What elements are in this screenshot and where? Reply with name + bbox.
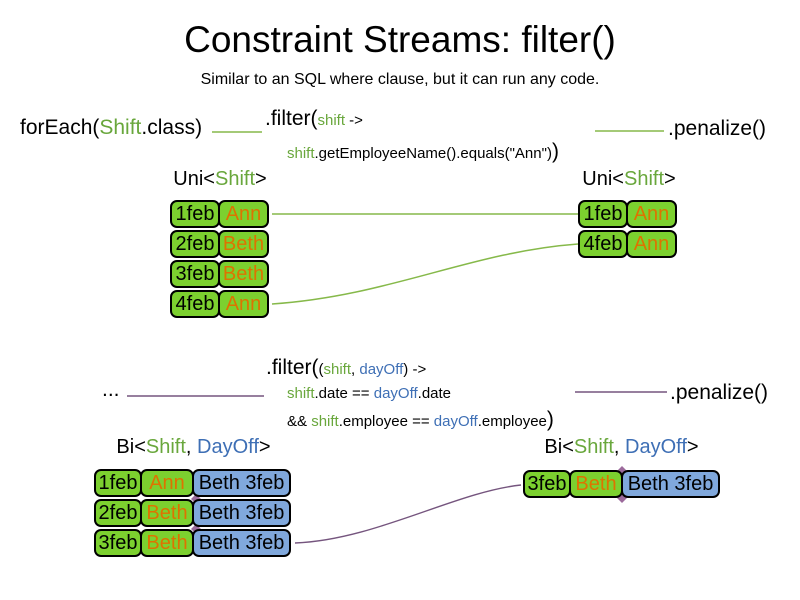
uni-shift-label-left: Uni<Shift> bbox=[170, 168, 270, 191]
shift-employee-cell: Beth bbox=[218, 260, 269, 288]
shift-date-cell: 1feb bbox=[170, 200, 220, 228]
shift-employee-cell: Beth bbox=[218, 230, 269, 258]
shift-date-cell: 3feb bbox=[94, 529, 142, 557]
close-paren-token: ) bbox=[546, 408, 554, 431]
dayoff-type-token: DayOff bbox=[197, 436, 259, 458]
label-text: Uni< bbox=[582, 168, 624, 190]
label-text: > bbox=[258, 436, 271, 458]
shift-employee-cell: Beth bbox=[140, 499, 194, 527]
shift-employee-cell: Beth bbox=[569, 470, 623, 498]
shift-employee-cell: Ann bbox=[140, 469, 194, 497]
comma-token: , bbox=[351, 361, 360, 378]
arrow-token: -> bbox=[345, 112, 363, 129]
shift-date-cell: 1feb bbox=[94, 469, 142, 497]
table-row: 3feb Beth Beth 3feb bbox=[523, 470, 720, 498]
label-text: Uni< bbox=[173, 168, 215, 190]
code-text: forEach( bbox=[20, 116, 100, 139]
shift-date-cell: 3feb bbox=[523, 470, 571, 498]
dayoff-param-token: dayOff bbox=[359, 361, 404, 378]
table-row: 1feb Ann bbox=[170, 200, 269, 228]
shift-type-token: Shift bbox=[145, 436, 186, 458]
filter-body-1: shift.getEmployeeName().equals("Ann")) bbox=[287, 140, 559, 164]
code-text: .getEmployeeName().equals("Ann") bbox=[314, 145, 552, 162]
table-row: 1feb Ann bbox=[578, 200, 677, 228]
shift-date-cell: 2feb bbox=[170, 230, 220, 258]
table-row: 3feb Beth Beth 3feb bbox=[94, 529, 291, 557]
code-text: .date bbox=[417, 385, 452, 402]
penalize-call-1: .penalize() bbox=[668, 117, 767, 140]
close-paren-token: ) bbox=[551, 140, 559, 163]
close-paren-token: ) bbox=[403, 361, 409, 378]
foreach-call: forEach(Shift.class) bbox=[20, 116, 202, 140]
page-title: Constraint Streams: filter() bbox=[184, 19, 616, 60]
shift-date-cell: 2feb bbox=[94, 499, 142, 527]
table-row: 1feb Ann Beth 3feb bbox=[94, 469, 291, 497]
code-text: .class) bbox=[141, 116, 203, 139]
table-row: 3feb Beth bbox=[170, 260, 269, 288]
shift-type-token: Shift bbox=[214, 168, 256, 190]
bi-shift-dayoff-label-left: Bi<Shift, DayOff> bbox=[93, 436, 294, 459]
shift-date-cell: 4feb bbox=[170, 290, 220, 318]
shift-type-token: Shift bbox=[573, 436, 614, 458]
code-text: .employee bbox=[477, 413, 547, 430]
dayoff-param-token: dayOff bbox=[433, 413, 478, 430]
open-paren-token: ( bbox=[318, 361, 324, 378]
filter-body-2-line1: shift.date == dayOff.date bbox=[287, 385, 451, 402]
label-text: Bi< bbox=[544, 436, 574, 458]
shift-class-token: Shift bbox=[99, 116, 142, 139]
shift-param-token: shift bbox=[287, 145, 315, 162]
code-text: .date == bbox=[314, 385, 374, 402]
shift-date-cell: 1feb bbox=[578, 200, 628, 228]
shift-date-cell: 4feb bbox=[578, 230, 628, 258]
shift-param-token: shift bbox=[287, 385, 315, 402]
shift-type-token: Shift bbox=[623, 168, 665, 190]
table-row: 2feb Beth bbox=[170, 230, 269, 258]
dayoff-cell: Beth 3feb bbox=[192, 499, 291, 527]
uni-shift-label-right: Uni<Shift> bbox=[579, 168, 679, 191]
code-text: .employee == bbox=[338, 413, 434, 430]
filter-call-2: .filter((shift, dayOff) -> bbox=[266, 356, 426, 380]
shift-param-token: shift bbox=[311, 413, 339, 430]
dayoff-param-token: dayOff bbox=[373, 385, 418, 402]
dayoff-type-token: DayOff bbox=[625, 436, 687, 458]
shift-date-cell: 3feb bbox=[170, 260, 220, 288]
shift-employee-cell: Ann bbox=[626, 230, 677, 258]
table-row: 4feb Ann bbox=[578, 230, 677, 258]
shift-employee-cell: Ann bbox=[626, 200, 677, 228]
upstream-ellipsis: ... bbox=[102, 378, 120, 401]
label-text: > bbox=[255, 168, 267, 190]
page-subtitle: Similar to an SQL where clause, but it c… bbox=[200, 71, 600, 88]
arrow-token: -> bbox=[408, 361, 427, 378]
code-text: && bbox=[287, 413, 312, 430]
shift-param-token: shift bbox=[323, 361, 352, 378]
shift-employee-cell: Ann bbox=[218, 200, 269, 228]
label-text: > bbox=[664, 168, 676, 190]
label-text: , bbox=[613, 436, 626, 458]
dayoff-cell: Beth 3feb bbox=[192, 469, 291, 497]
match-line-4feb bbox=[271, 243, 579, 305]
dayoff-cell: Beth 3feb bbox=[192, 529, 291, 557]
code-text: .filter( bbox=[266, 356, 319, 379]
table-row: 2feb Beth Beth 3feb bbox=[94, 499, 291, 527]
filter-body-2-line2: && shift.employee == dayOff.employee) bbox=[287, 408, 554, 432]
shift-employee-cell: Ann bbox=[218, 290, 269, 318]
shift-param-token: shift bbox=[317, 112, 346, 129]
bi-shift-dayoff-label-right: Bi<Shift, DayOff> bbox=[521, 436, 722, 459]
penalize-call-2: .penalize() bbox=[670, 381, 769, 404]
filter-call-1: .filter(shift -> bbox=[265, 107, 363, 131]
code-text: .filter( bbox=[265, 107, 318, 130]
shift-employee-cell: Beth bbox=[140, 529, 194, 557]
label-text: > bbox=[686, 436, 699, 458]
table-row: 4feb Ann bbox=[170, 290, 269, 318]
label-text: , bbox=[185, 436, 198, 458]
match-line-3feb bbox=[294, 484, 522, 544]
label-text: Bi< bbox=[116, 436, 146, 458]
dayoff-cell: Beth 3feb bbox=[621, 470, 720, 498]
